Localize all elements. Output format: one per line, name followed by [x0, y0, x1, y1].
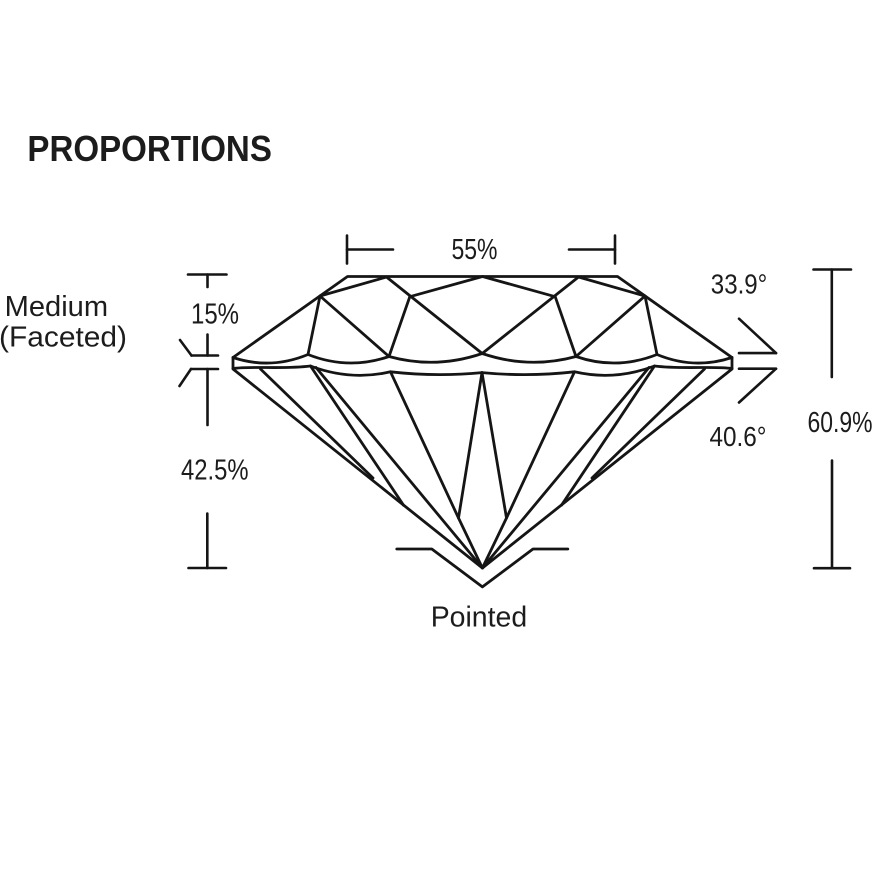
svg-text:Medium: Medium — [5, 291, 109, 323]
svg-text:PROPORTIONS: PROPORTIONS — [27, 128, 272, 169]
svg-text:(Faceted): (Faceted) — [0, 322, 127, 354]
svg-text:60.9%: 60.9% — [808, 407, 873, 439]
svg-text:33.9°: 33.9° — [711, 269, 768, 300]
svg-text:40.6°: 40.6° — [710, 421, 767, 452]
svg-text:55%: 55% — [452, 234, 498, 266]
svg-text:42.5%: 42.5% — [181, 454, 249, 486]
svg-text:15%: 15% — [191, 299, 239, 331]
svg-text:Pointed: Pointed — [431, 602, 528, 634]
